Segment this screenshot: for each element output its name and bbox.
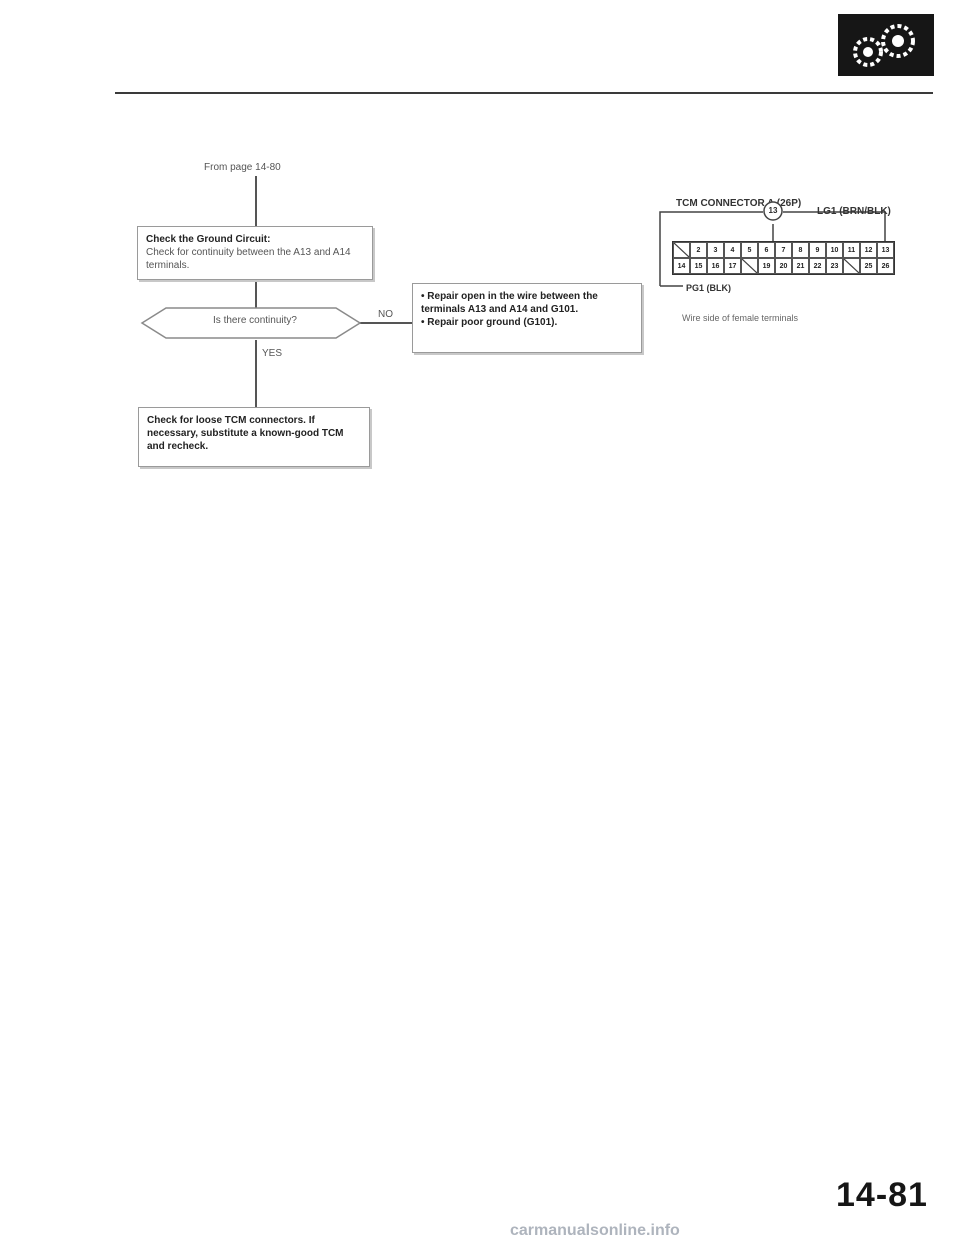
flow-line [255, 176, 257, 232]
page-number: 14-81 [836, 1176, 928, 1214]
flow-line [255, 276, 257, 308]
connector-pin: 6 [758, 242, 775, 258]
from-page-label: From page 14-80 [204, 162, 281, 173]
connector-pin: 15 [690, 258, 707, 274]
connector-pin: 5 [741, 242, 758, 258]
connector-pin: 11 [843, 242, 860, 258]
connector-pin: 16 [707, 258, 724, 274]
connector-pin: 7 [775, 242, 792, 258]
repair-box: • Repair open in the wire between the te… [412, 283, 642, 353]
connector-pin [673, 242, 690, 258]
connector-pin: 22 [809, 258, 826, 274]
final-check-box: Check for loose TCM connectors. If neces… [138, 407, 370, 467]
connector-pin: 10 [826, 242, 843, 258]
connector-pin: 19 [758, 258, 775, 274]
wire-side-caption: Wire side of female terminals [682, 313, 799, 323]
connector-pin: 20 [775, 258, 792, 274]
no-label: NO [378, 309, 393, 320]
gears-icon [838, 14, 934, 76]
connector-pin-grid: 2 3 4 5 6 7 8 9 10 11 12 13 14 15 16 17 … [672, 241, 895, 275]
connector-pin: 9 [809, 242, 826, 258]
connector-pin: 8 [792, 242, 809, 258]
header-rule [115, 92, 933, 94]
check-ground-title: Check the Ground Circuit: [146, 234, 271, 245]
connector-wires [659, 201, 886, 287]
connector-pin: 23 [826, 258, 843, 274]
connector-pin: 12 [860, 242, 877, 258]
repair-item-2: • Repair poor ground (G101). [421, 317, 558, 328]
final-check-text: Check for loose TCM connectors. If neces… [147, 415, 344, 452]
check-ground-box: Check the Ground Circuit: Check for cont… [137, 226, 373, 280]
pg1-label: PG1 (BLK) [686, 283, 731, 293]
connector-pin: 14 [673, 258, 690, 274]
continuity-question: Is there continuity? [213, 315, 297, 326]
lg1-label: LG1 (BRN/BLK) [817, 206, 891, 217]
check-ground-text: Check for continuity between the A13 and… [146, 247, 351, 271]
connector-pin: 13 [877, 242, 894, 258]
connector-pin: 4 [724, 242, 741, 258]
connector-pin: 25 [860, 258, 877, 274]
connector-pin [843, 258, 860, 274]
flow-line [255, 340, 257, 408]
callout-number: 13 [768, 206, 778, 215]
connector-pin: 21 [792, 258, 809, 274]
connector-pin: 2 [690, 242, 707, 258]
yes-label: YES [262, 348, 283, 359]
connector-pin: 17 [724, 258, 741, 274]
connector-pin: 3 [707, 242, 724, 258]
connector-title: TCM CONNECTOR A (26P) [676, 198, 802, 209]
repair-item-1: • Repair open in the wire between the te… [421, 291, 598, 315]
footer-watermark: carmanualsonline.info [510, 1222, 680, 1239]
connector-pin [741, 258, 758, 274]
decision-diamond [140, 307, 362, 339]
connector-pin: 26 [877, 258, 894, 274]
flow-line [356, 322, 412, 324]
